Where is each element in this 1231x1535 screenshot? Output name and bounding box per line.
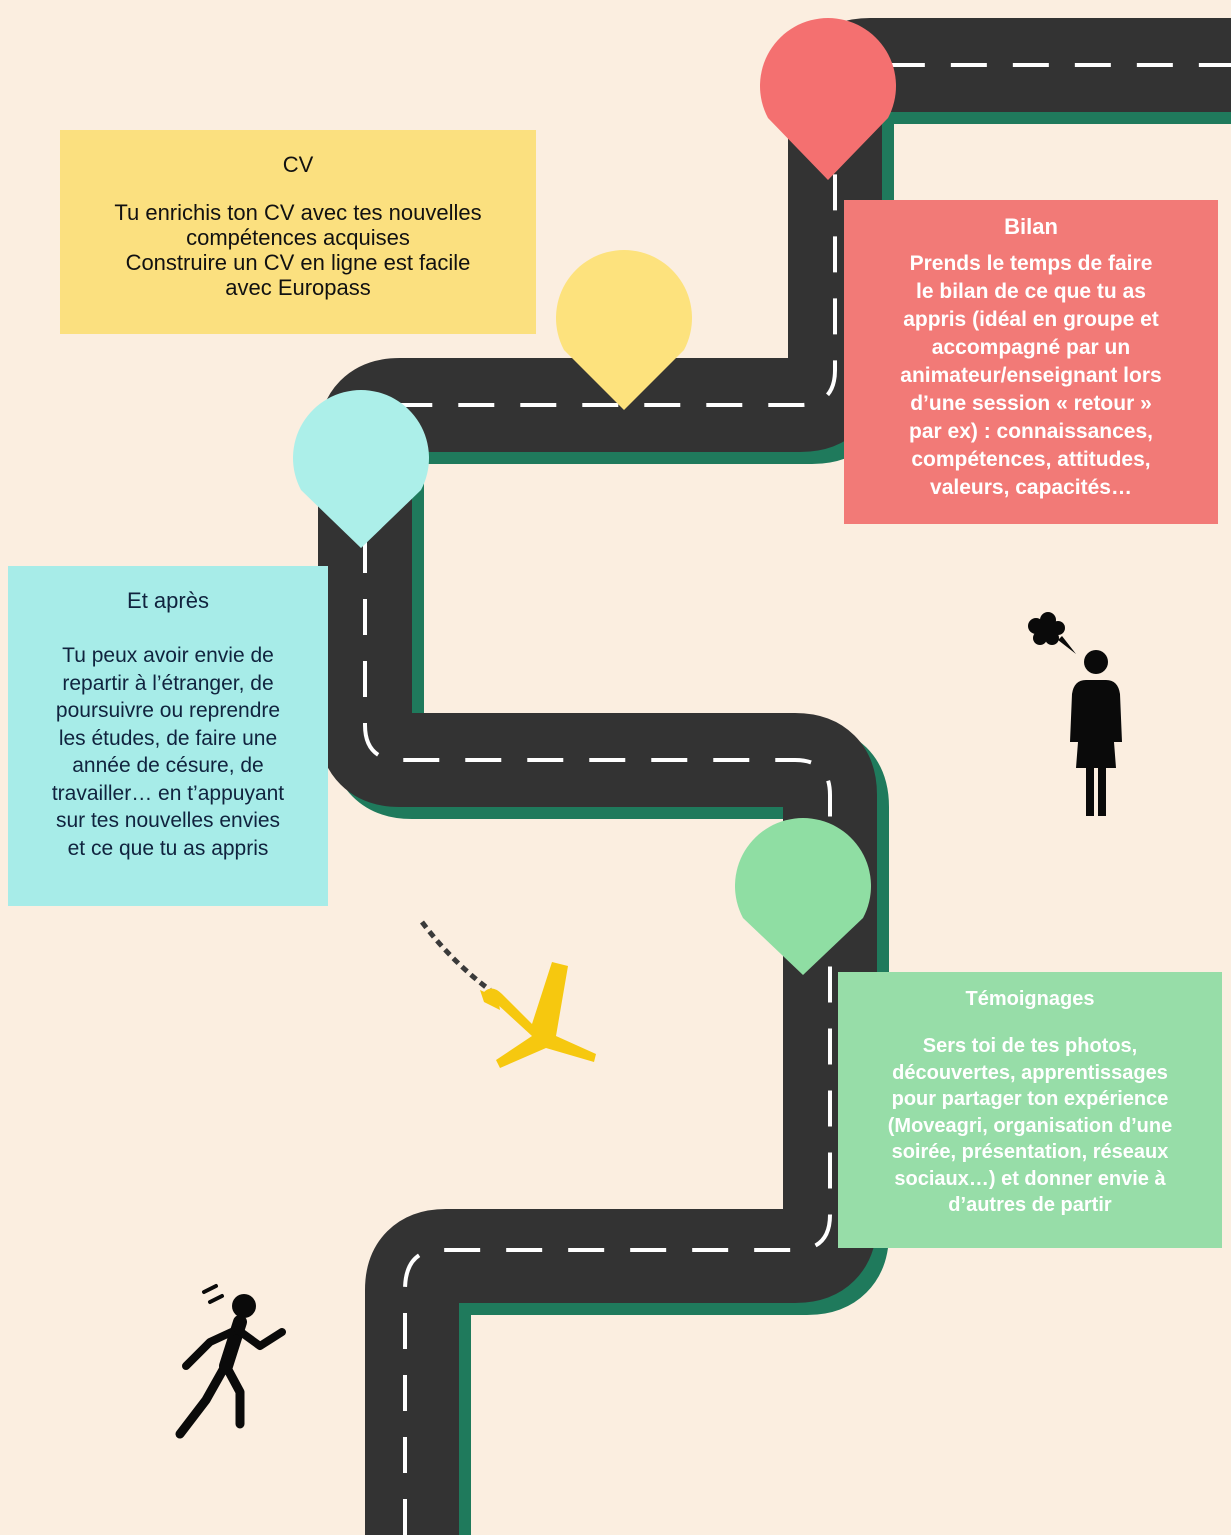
thought-bubble-icon	[1028, 612, 1076, 654]
bilan-text: Prends le temps de faire le bilan de ce …	[900, 252, 1162, 499]
cv-title: CV	[282, 152, 314, 177]
et-apres-card: Et après Tu peux avoir envie de repartir…	[8, 566, 328, 906]
temoignages-title: Témoignages	[965, 988, 1095, 1010]
cv-card: CV Tu enrichis ton CV avec tes nouvelles…	[60, 130, 536, 334]
location-pin-icon	[735, 818, 872, 975]
person-thinking-icon	[1070, 650, 1122, 816]
temoignages-text: Sers toi de tes photos, découvertes, app…	[887, 1035, 1173, 1216]
et-apres-text: Tu peux avoir envie de repartir à l’étra…	[51, 644, 285, 860]
location-pin-icon	[556, 249, 693, 410]
flight-trail	[420, 920, 492, 993]
bilan-card: Bilan Prends le temps de faire le bilan …	[844, 200, 1218, 524]
road-center-line	[363, 63, 1231, 1535]
cv-text: Tu enrichis ton CV avec tes nouvelles co…	[114, 200, 482, 300]
temoignages-card: Témoignages Sers toi de tes photos, déco…	[838, 972, 1222, 1248]
location-pin-icon	[759, 17, 896, 180]
airplane-icon	[480, 962, 596, 1068]
et-apres-title: Et après	[127, 588, 209, 613]
running-person-icon	[175, 1284, 286, 1439]
location-pin-icon	[292, 389, 429, 548]
bilan-title: Bilan	[1004, 214, 1058, 239]
